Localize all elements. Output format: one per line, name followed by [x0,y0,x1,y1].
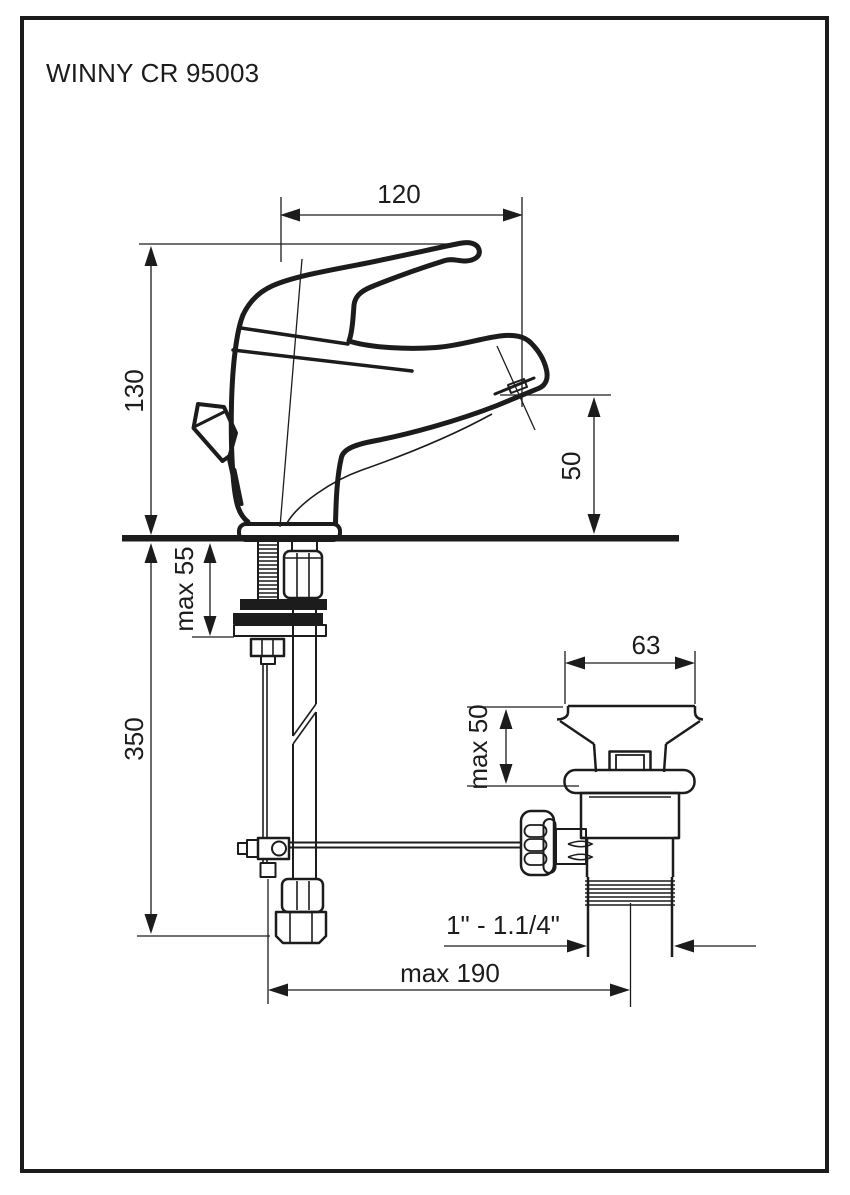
arrowhead [503,208,523,222]
lever-phantom-facet [194,409,228,428]
arrowhead [499,709,513,729]
dim-supply-length: 350 [119,543,270,937]
faucet-body-spout-path [240,240,550,526]
arrowhead [144,914,158,934]
dim-drain-thread: 1" - 1.1/4" [444,910,756,953]
arrowhead [144,246,158,266]
spout-axis-line [496,345,536,431]
body-accent-curve [286,413,493,524]
drain-plug [608,750,652,771]
dim-spout-height: 50 [500,394,611,534]
drain-link-wheel [519,809,594,877]
arrowhead [280,208,300,222]
mounting-nut [249,637,286,665]
dim-spout-reach: 120 [280,179,523,407]
gasket-upper [240,599,327,610]
arrowhead [587,514,601,534]
drain-flange [563,768,696,795]
arrowhead [587,397,601,417]
arrowhead [144,515,158,535]
faucet-outline [191,240,550,542]
dim-spout-height-label: 50 [556,452,586,481]
dim-spout-reach-label: 120 [377,179,420,209]
product-title: WINNY CR 95003 [46,58,259,88]
cartridge-ring-line-1 [239,326,350,346]
body-centerline [279,258,303,528]
hose-bottom-braid [280,877,325,914]
dim-drain-depth: max 50 [463,704,579,790]
dim-reach-max: max 190 [267,879,630,1004]
rod-end-cap [259,862,277,878]
arrowhead [565,656,585,670]
mounting-washer [233,624,327,637]
dim-drain-depth-label: max 50 [463,704,493,789]
gasket-lower [233,613,323,624]
sheet-border [20,16,829,1173]
rod-clamp-screw [271,840,287,857]
arrowhead [268,983,288,997]
lever-stem-line-2 [232,468,244,506]
arrowhead [610,983,630,997]
arrowhead [499,764,513,784]
lever-stem-line-1 [226,455,239,497]
dim-body-height-label: 130 [119,369,149,412]
rod-clamp [256,836,291,861]
cartridge-ring-line-2 [231,348,414,373]
dim-drain-thread-label: 1" - 1.1/4" [446,910,560,940]
arrowhead [567,939,587,953]
drain-tailpiece [585,877,675,1007]
supply-hose [274,541,328,945]
dim-drain-width-label: 63 [632,630,661,660]
pull-rod [237,664,291,878]
arrowhead [674,939,694,953]
arrowhead [203,543,217,563]
under-counter-group [233,541,522,945]
tailpiece-threads [585,880,675,906]
dim-body-height: 130 [119,243,462,535]
drain-funnel [556,704,704,773]
dim-drain-width: 63 [564,630,696,704]
hose-break-line-2 [292,711,317,745]
drain-assembly [519,704,704,1007]
counter-line [122,535,679,542]
dim-supply-length-label: 350 [119,717,149,760]
arrowhead [144,543,158,563]
base-flange [237,522,342,542]
hose-top-fitting [282,549,324,600]
aerator [507,378,528,394]
drain-body [579,791,681,840]
arrowhead [203,616,217,636]
hose-end-nut [274,910,328,945]
shank-threads [258,544,278,598]
dim-reach-max-label: max 190 [400,958,500,988]
arrowhead [675,656,695,670]
dim-deck-max-label: max 55 [169,546,199,631]
dim-deck-max: max 55 [169,543,234,638]
hose-break-line-1 [292,703,317,737]
